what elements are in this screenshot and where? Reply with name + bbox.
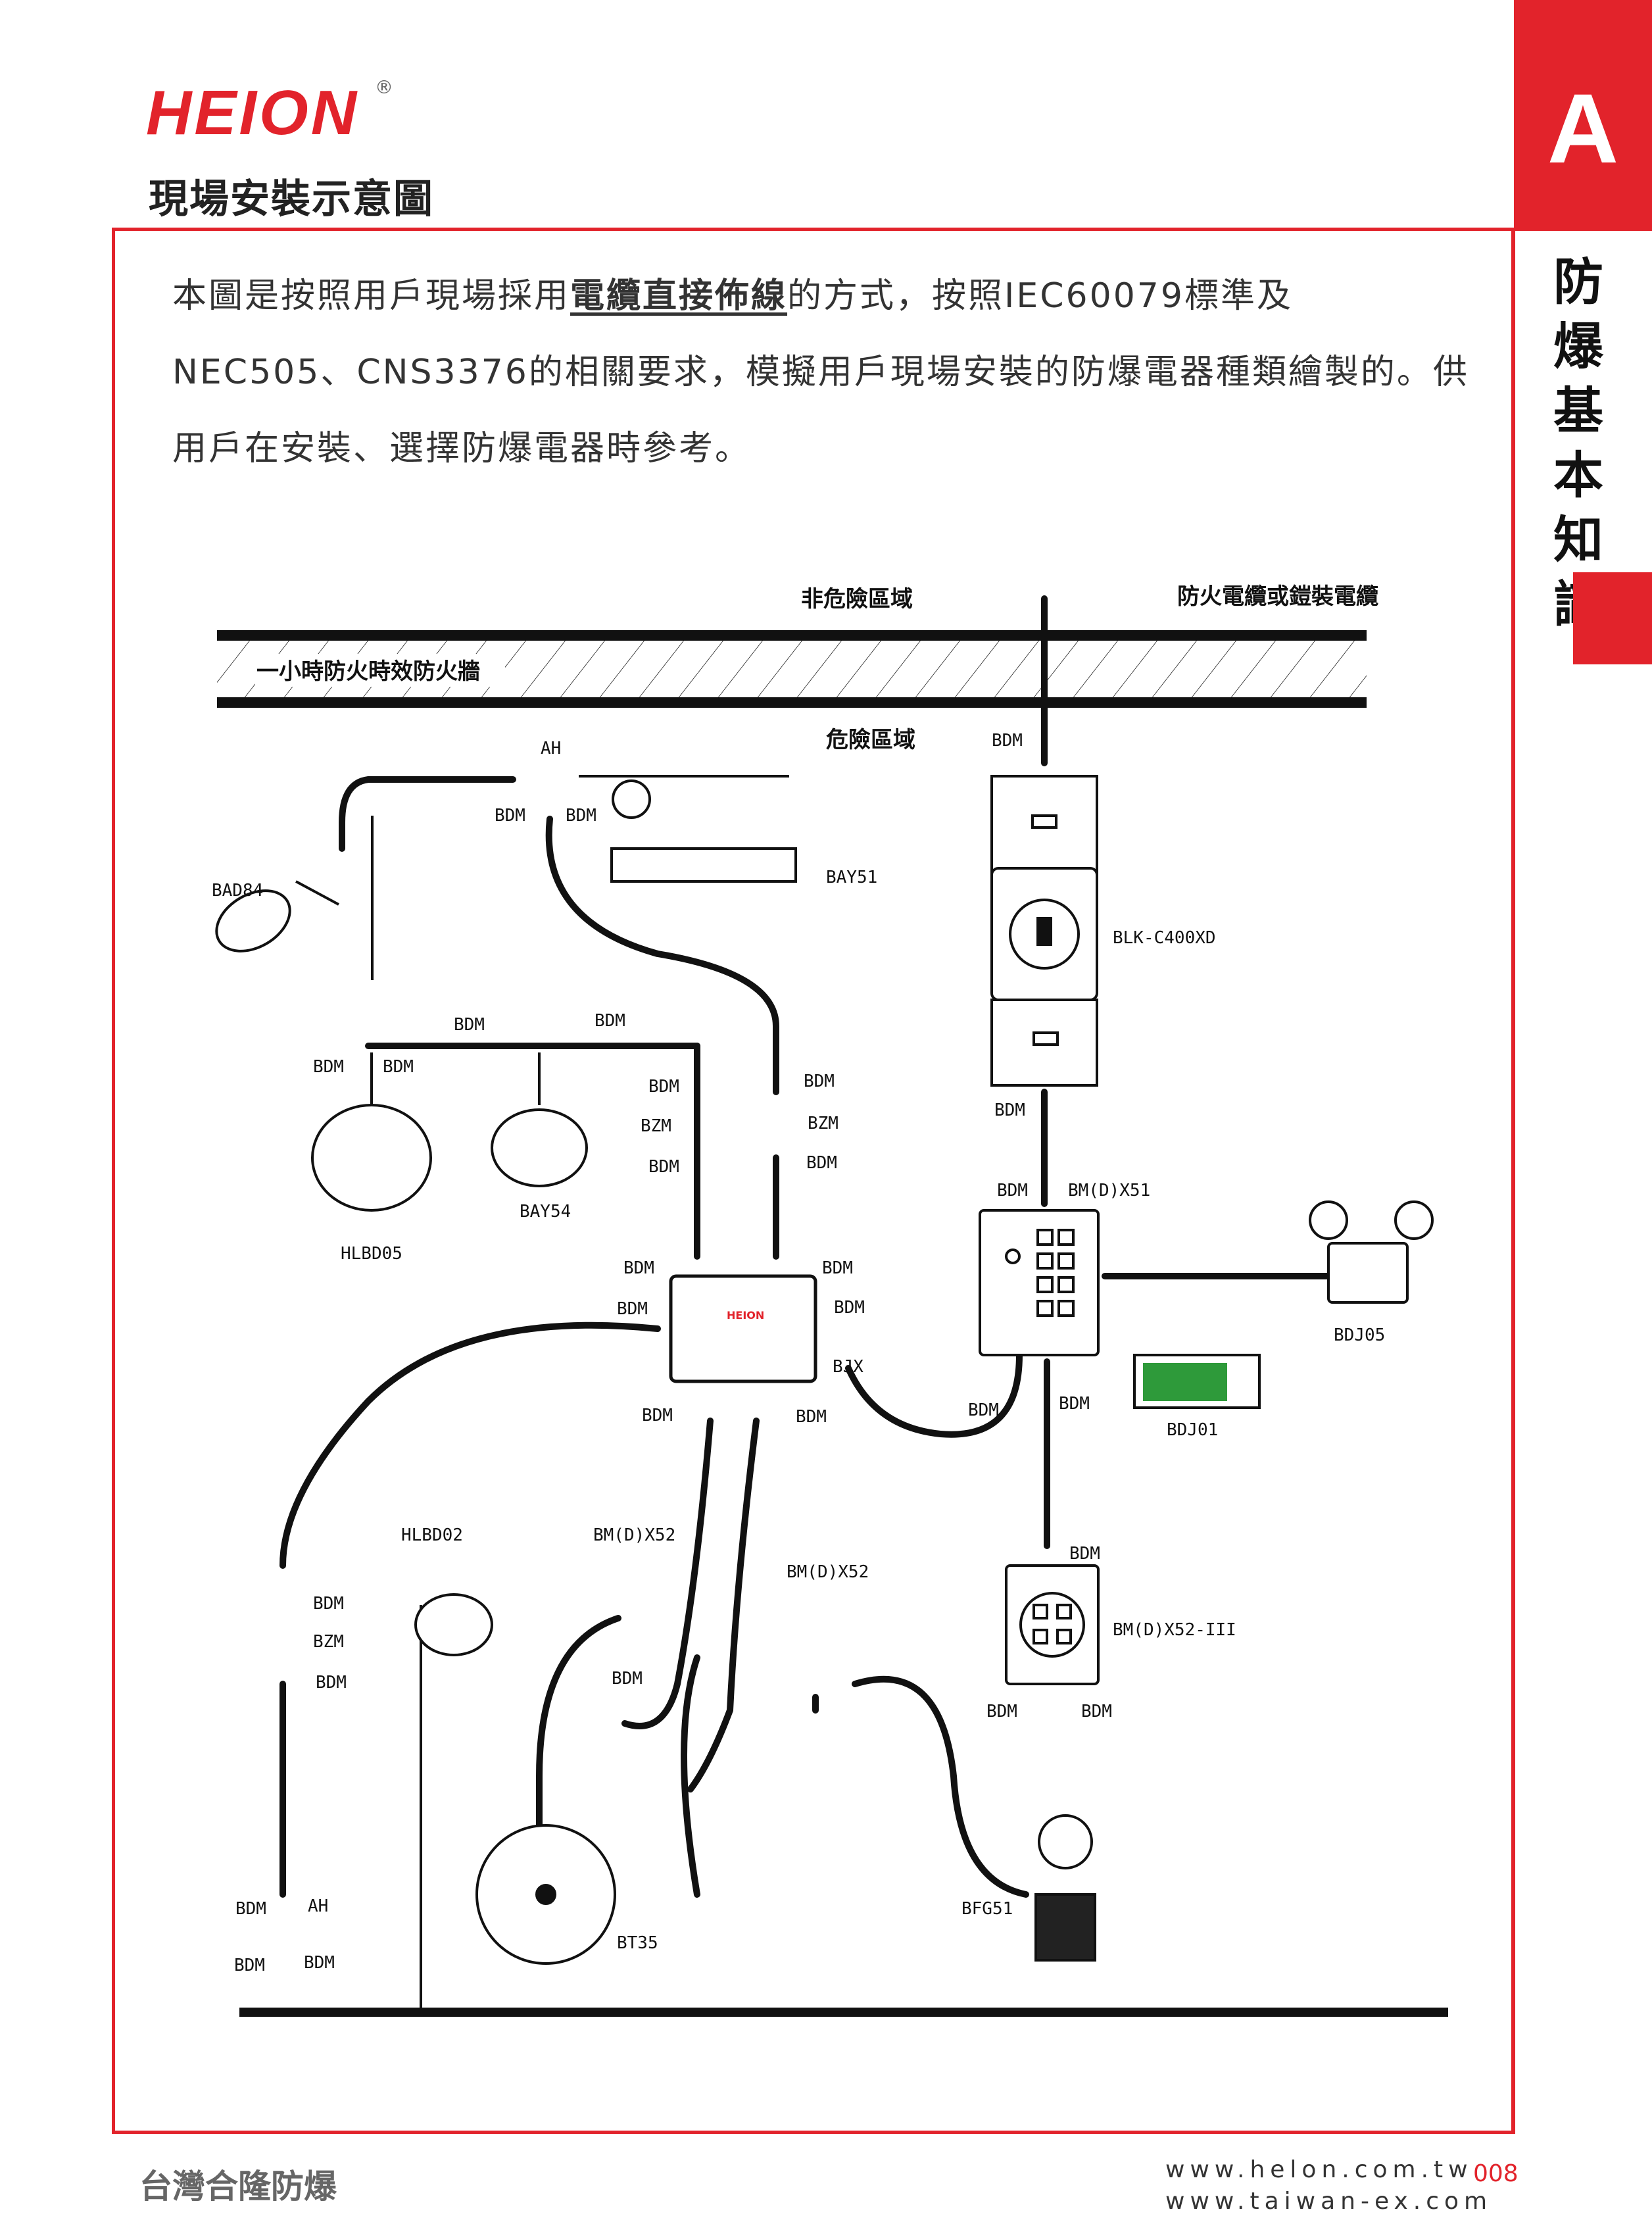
ground-line bbox=[239, 2008, 1448, 2017]
section-title: 防爆基本知識 bbox=[1553, 253, 1603, 633]
bdj05-light bbox=[1309, 1200, 1434, 1304]
diagram-label: BDM bbox=[234, 1956, 265, 1975]
diagram-label: BDM bbox=[642, 1406, 673, 1425]
diagram-label: BAY51 bbox=[826, 868, 877, 887]
diagram-label: BDJ01 bbox=[1167, 1420, 1218, 1440]
diagram-label: BZM bbox=[641, 1116, 671, 1136]
diagram-label: BDM bbox=[595, 1011, 625, 1031]
diagram-label: BFG51 bbox=[961, 1899, 1013, 1919]
bmx51-box bbox=[979, 1209, 1100, 1356]
diagram-label: BLK-C400XD bbox=[1113, 928, 1216, 948]
bt35-fan bbox=[475, 1824, 616, 1965]
diagram-label: BDM bbox=[648, 1077, 679, 1097]
diagram-label: BDM bbox=[454, 1015, 485, 1035]
diagram-label: BM(D)X52 bbox=[787, 1562, 869, 1582]
hlbd05-light bbox=[311, 1052, 432, 1212]
bmx52iii-box bbox=[1005, 1564, 1100, 1685]
diagram-label: BDM bbox=[495, 806, 525, 826]
diagram-label: BDM bbox=[313, 1594, 344, 1614]
diagram-label: BT35 bbox=[617, 1933, 658, 1953]
diagram-label: BAY54 bbox=[520, 1202, 571, 1222]
registered-mark: ® bbox=[375, 76, 393, 98]
firewall-top-edge bbox=[217, 630, 1367, 641]
diagram-label: BDM bbox=[304, 1953, 335, 1973]
diagram-label: BDM bbox=[623, 1258, 654, 1278]
diagram-label: BJX bbox=[833, 1357, 863, 1377]
diagram-label: BDM bbox=[235, 1899, 266, 1919]
diagram-label: BDM bbox=[822, 1258, 853, 1278]
diagram-label: BDM bbox=[804, 1072, 835, 1091]
svg-text:HEION: HEION bbox=[727, 1309, 764, 1322]
diagram-label: BZM bbox=[808, 1114, 838, 1133]
bdj01-exit-sign bbox=[1133, 1354, 1261, 1409]
section-tab[interactable]: A bbox=[1514, 0, 1652, 230]
bay51-light bbox=[579, 775, 797, 883]
content-frame bbox=[112, 228, 1514, 2134]
diagram-label: BDM bbox=[997, 1181, 1028, 1200]
section-marker bbox=[1573, 572, 1652, 664]
bjx-box: HEION bbox=[669, 1274, 817, 1383]
bay54-light bbox=[491, 1052, 588, 1187]
diagram-label: BDM bbox=[806, 1153, 837, 1173]
diagram-label: BAD84 bbox=[212, 881, 263, 901]
page-title: 現場安裝示意圖 bbox=[149, 176, 434, 222]
diagram-label: BDM bbox=[1059, 1394, 1090, 1414]
diagram-label: BDM bbox=[992, 731, 1023, 751]
hazard-zone-label: 危險區域 bbox=[826, 727, 915, 753]
blk-panel bbox=[990, 775, 1098, 1087]
diagram-label: AH bbox=[541, 739, 561, 758]
frame-right-edge bbox=[1511, 228, 1515, 2134]
diagram-label: BDM bbox=[566, 806, 596, 826]
diagram-label: BDM bbox=[968, 1400, 999, 1420]
non-hazard-zone-label: 非危險區域 bbox=[801, 586, 913, 612]
brand-logo: HEION bbox=[146, 78, 360, 148]
diagram-label: BM(D)X51 bbox=[1068, 1181, 1150, 1200]
diagram-label: BDM bbox=[834, 1298, 865, 1318]
firewall-label: 一小時防火時效防火牆 bbox=[256, 658, 480, 685]
diagram-label: BDM bbox=[648, 1157, 679, 1177]
cable-type-label: 防火電纜或鎧裝電纜 bbox=[1177, 583, 1378, 610]
diagram-label: BDM bbox=[986, 1702, 1017, 1721]
footer-website-2[interactable]: www.taiwan-ex.com bbox=[1165, 2188, 1493, 2215]
page-number: 008 bbox=[1473, 2160, 1518, 2187]
diagram-label: HLBD05 bbox=[341, 1244, 402, 1264]
bfg51-work-light bbox=[1034, 1814, 1096, 1962]
tab-divider bbox=[1514, 228, 1652, 231]
diagram-label: BDM bbox=[383, 1057, 414, 1077]
diagram-labels: AH BDM BDM BAY51 BAD84 BDM BLK-C400XD BD… bbox=[212, 731, 1385, 1975]
diagram-label: BDM bbox=[313, 1057, 344, 1077]
hlbd02-light bbox=[414, 1593, 493, 2013]
diagram-label: BDM bbox=[994, 1100, 1025, 1120]
footer-company: 台灣合隆防爆 bbox=[139, 2167, 337, 2206]
firewall-bottom-edge bbox=[217, 697, 1367, 708]
diagram-label: BZM bbox=[313, 1632, 344, 1652]
diagram-label: BDM bbox=[1069, 1544, 1100, 1564]
diagram-label: BDM bbox=[612, 1669, 643, 1689]
diagram-label: BDM bbox=[617, 1299, 648, 1319]
intro-text-start: 本圖是按照用戶現場採用 bbox=[172, 276, 571, 316]
diagram-label: BDM bbox=[1081, 1702, 1112, 1721]
cable-runs bbox=[279, 595, 1332, 1898]
diagram-label: AH bbox=[308, 1896, 328, 1916]
diagram-label: BDJ05 bbox=[1334, 1325, 1385, 1345]
bad84-light bbox=[215, 816, 374, 980]
intro-paragraph: 本圖是按照用戶現場採用電纜直接佈線的方式，按照IEC60079標準及NEC505… bbox=[172, 258, 1474, 487]
diagram-label: BM(D)X52 bbox=[593, 1525, 675, 1545]
diagram-label: HLBD02 bbox=[401, 1525, 463, 1545]
diagram-label: BM(D)X52-III bbox=[1113, 1620, 1236, 1640]
diagram-label: BDM bbox=[316, 1673, 347, 1693]
diagram-label: BDM bbox=[796, 1407, 827, 1427]
footer-website-1[interactable]: www.helon.com.tw bbox=[1165, 2156, 1473, 2183]
intro-text-end: 的方式，按照IEC60079標準及NEC505、CNS3376的相關要求，模擬用… bbox=[172, 276, 1469, 468]
intro-emphasis: 電纜直接佈線 bbox=[570, 276, 788, 316]
